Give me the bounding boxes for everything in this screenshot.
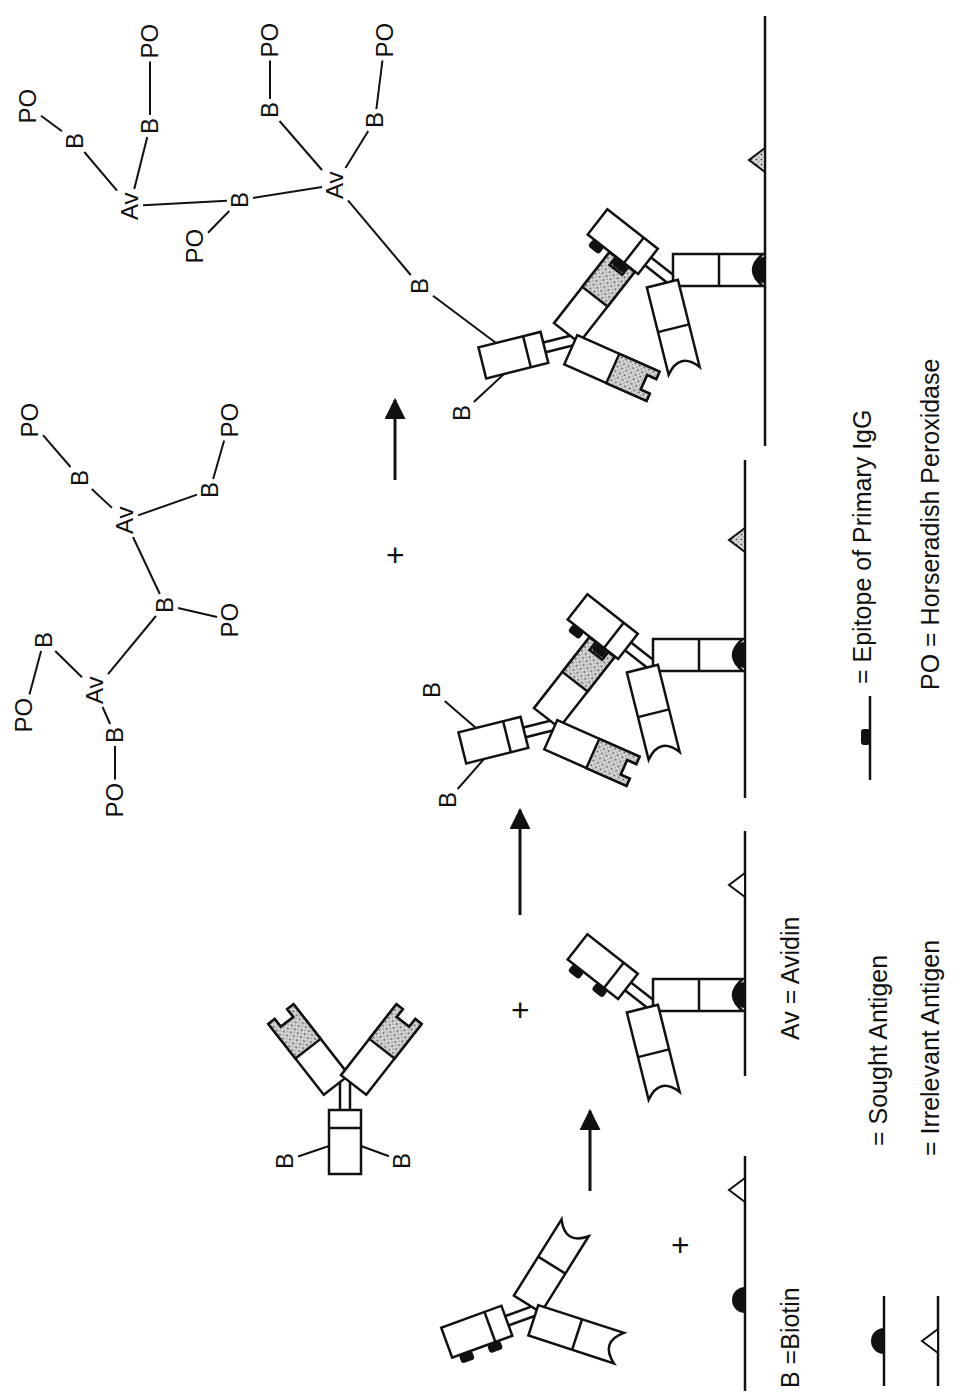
bond-line	[84, 152, 117, 191]
legend-text: = Epitope of Primary IgG	[850, 410, 875, 684]
biotin-label: B	[198, 482, 222, 498]
bond-line	[43, 435, 71, 467]
bond-line	[361, 1146, 389, 1156]
biotin-label: B	[228, 192, 252, 208]
peroxidase-label: PO	[138, 24, 162, 59]
bond-line	[458, 759, 484, 789]
bond-line	[253, 187, 322, 198]
sought-antigen	[732, 1287, 745, 1313]
legend-label: B =Biotin	[778, 1287, 803, 1388]
plus-sign: +	[379, 546, 411, 565]
step-arrow	[589, 1111, 592, 1191]
biotin-label: B	[363, 112, 387, 128]
biotin-label: B	[420, 682, 444, 698]
biotin-label: B	[32, 632, 56, 648]
legend-label: Av = Avidin	[778, 917, 803, 1040]
avidin-label: Av	[323, 171, 347, 199]
biotinylated-secondary-igg	[444, 632, 646, 822]
biotin-label: B	[138, 118, 162, 134]
bond-line	[348, 200, 411, 275]
legend-text: = Sought Antigen	[866, 955, 891, 1146]
substrate-line	[744, 460, 747, 798]
bond-line	[29, 651, 41, 695]
peroxidase-label: PO	[258, 23, 282, 58]
bond-lines	[29, 61, 504, 1157]
avidin-label: Av	[118, 192, 142, 220]
biotin-label: B	[450, 405, 474, 421]
peroxidase-label: PO	[218, 403, 242, 438]
biotin-label: B	[103, 727, 127, 743]
irrelevant-antigen	[729, 528, 745, 552]
bond-line	[92, 489, 112, 508]
legend-epitope	[861, 729, 870, 745]
biotin-label: B	[258, 102, 282, 118]
peroxidase-label: PO	[16, 89, 40, 124]
bond-line	[55, 651, 82, 677]
peroxidase-label: PO	[12, 698, 36, 733]
bond-line	[445, 701, 476, 728]
step-arrow	[519, 810, 522, 915]
irrelevant-antigen	[729, 873, 745, 897]
bond-line	[433, 296, 496, 343]
avidin-label: Av	[83, 676, 107, 704]
bond-line	[143, 201, 227, 206]
legend-sought-antigen	[871, 1328, 884, 1354]
substrate-line	[744, 831, 747, 1076]
bond-line	[298, 1146, 329, 1157]
avidin-label: Av	[113, 506, 137, 534]
plus-sign: +	[664, 1236, 696, 1255]
peroxidase-label: PO	[103, 783, 127, 818]
peroxidase-label: PO	[183, 229, 207, 264]
bond-line	[114, 746, 116, 780]
bond-line	[134, 137, 147, 189]
bond-line	[138, 495, 197, 516]
bond-line	[345, 131, 368, 168]
step-arrow	[394, 400, 397, 480]
primary-igg	[420, 1213, 632, 1396]
biotin-label: B	[390, 1153, 414, 1169]
biotin-label: B	[63, 133, 87, 149]
biotinylated-secondary-igg	[268, 1004, 421, 1174]
bond-line	[280, 121, 322, 170]
biotin-label: B	[408, 278, 432, 294]
legend-label: PO = Horseradish Peroxidase	[918, 359, 943, 690]
biotin-label: B	[153, 597, 177, 613]
peroxidase-label: PO	[373, 23, 397, 58]
bond-line	[41, 116, 62, 132]
bond-line	[133, 537, 160, 594]
primary-igg	[530, 887, 758, 1112]
bond-line	[269, 61, 271, 100]
irrelevant-antigen	[729, 1178, 745, 1202]
bond-line	[376, 61, 382, 110]
biotin-label: B	[273, 1153, 297, 1169]
legend-irrelevant-antigen	[922, 1329, 938, 1353]
bond-line	[178, 608, 217, 617]
biotin-label: B	[68, 470, 92, 486]
bond-line	[149, 62, 151, 116]
legend-text: = Irrelevant Antigen	[918, 940, 943, 1156]
bond-line	[208, 211, 229, 233]
bond-line	[103, 707, 111, 724]
bond-line	[108, 616, 156, 674]
bond-line	[213, 441, 224, 480]
substrate-line	[764, 16, 767, 446]
peroxidase-label: PO	[18, 403, 42, 438]
irrelevant-antigen	[749, 148, 765, 172]
biotin-label: B	[436, 792, 460, 808]
peroxidase-label: PO	[218, 603, 242, 638]
plus-sign: +	[504, 1001, 536, 1020]
bond-line	[474, 374, 504, 402]
